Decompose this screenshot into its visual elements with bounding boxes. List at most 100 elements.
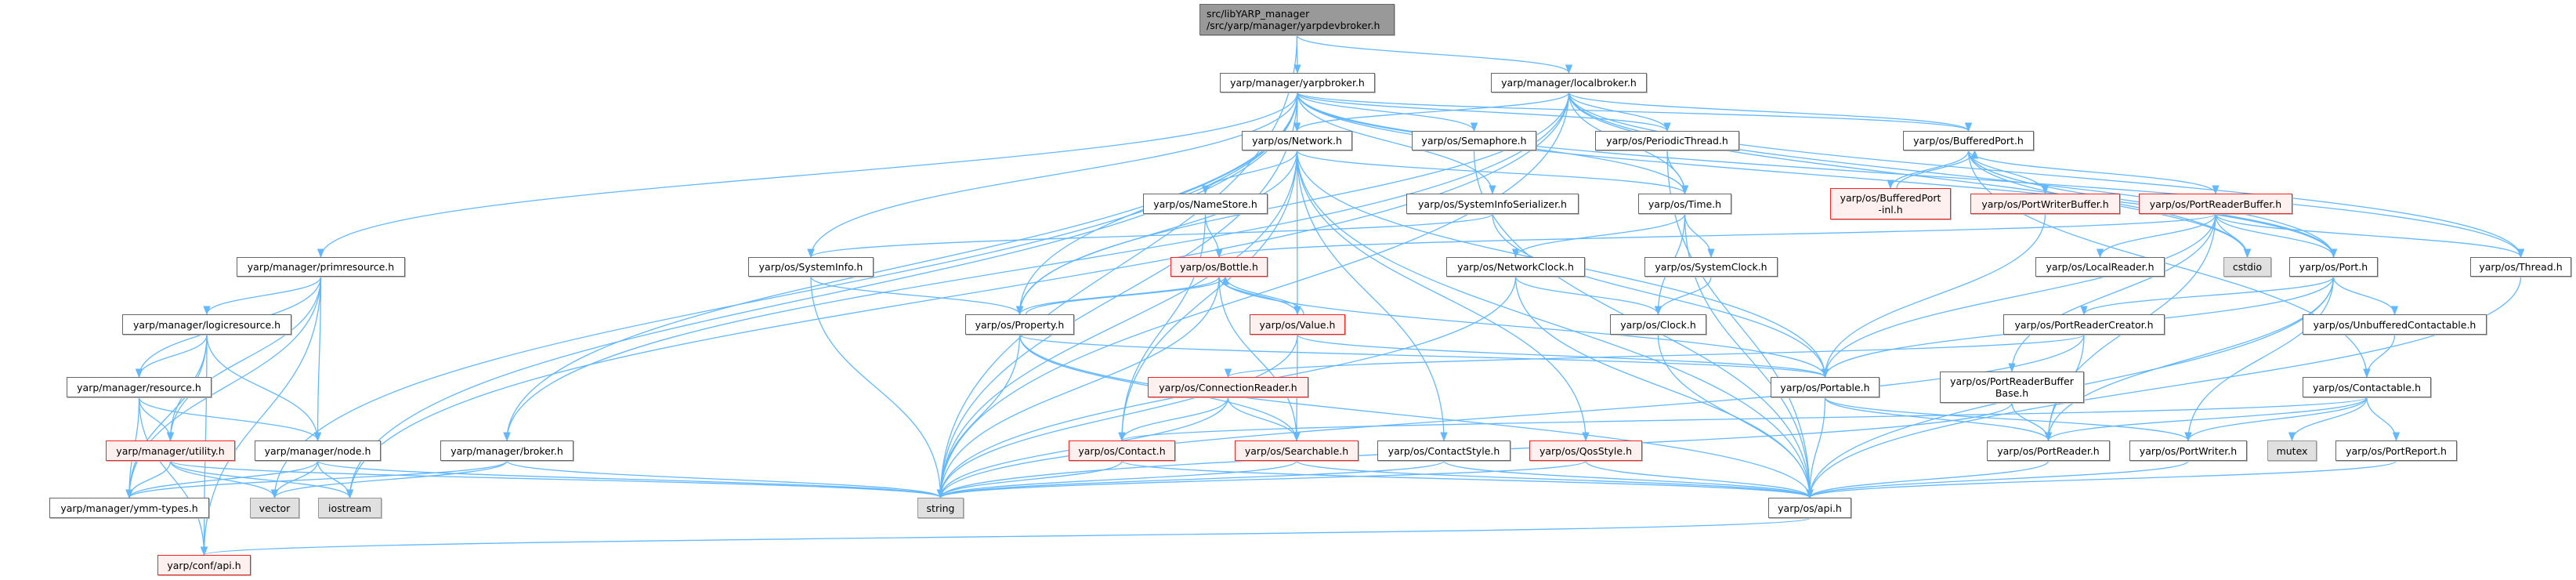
edge-localbroker-to-thread: [1568, 92, 2525, 259]
graph-node-unbuffered[interactable]: yarp/os/UnbufferedContactable.h: [2303, 314, 2487, 335]
graph-node-contactable[interactable]: yarp/os/Contactable.h: [2303, 377, 2431, 397]
edge-sysinfoser-to-portable: [1492, 213, 1829, 379]
graph-node-sysinfoser[interactable]: yarp/os/SystemInfoSerializer.h: [1406, 194, 1579, 214]
edge-yarpbroker-to-vector: [270, 92, 1298, 499]
graph-node-network[interactable]: yarp/os/Network.h: [1242, 131, 1352, 150]
edge-property-to-portable: [1018, 334, 1829, 379]
edge-contactable-to-portreader: [2044, 397, 2368, 442]
graph-node-portwriter[interactable]: yarp/os/PortWriter.h: [2129, 440, 2247, 461]
graph-node-port[interactable]: yarp/os/Port.h: [2289, 257, 2378, 277]
graph-node-thread[interactable]: yarp/os/Thread.h: [2470, 257, 2571, 277]
graph-node-bottle[interactable]: yarp/os/Bottle.h: [1170, 257, 1268, 277]
edge-contact-to-osapi: [1121, 460, 1814, 499]
edge-contactstyle-to-osapi: [1443, 460, 1814, 499]
edge-contact-to-string: [936, 460, 1123, 499]
edge-port-to-portreadercreator: [2080, 276, 2335, 316]
edge-systeminfo-to-string: [810, 276, 945, 499]
edge-network-to-value: [1293, 150, 1301, 316]
edge-bottle-to-searchable: [1218, 276, 1301, 442]
graph-node-logicresource[interactable]: yarp/manager/logicresource.h: [122, 314, 291, 335]
edge-portreaderbuffer-to-bottle: [1215, 213, 2216, 259]
graph-node-value[interactable]: yarp/os/Value.h: [1250, 314, 1345, 335]
edge-node-to-string: [317, 460, 944, 499]
edge-root-to-localbroker: [1296, 34, 1573, 74]
graph-node-property[interactable]: yarp/os/Property.h: [965, 314, 1074, 335]
edge-portreport-to-osapi: [1806, 460, 2397, 499]
edge-portreaderbuffer-to-cstdio: [2215, 213, 2252, 259]
graph-node-connreader[interactable]: yarp/os/ConnectionReader.h: [1148, 377, 1308, 397]
graph-node-ymmtypes[interactable]: yarp/manager/ymm-types.h: [49, 498, 209, 518]
graph-node-iostream[interactable]: iostream: [318, 498, 382, 518]
edge-yarpbroker-to-sysinfoser: [1297, 92, 1496, 195]
graph-node-root[interactable]: src/libYARP_manager /src/yarp/manager/ya…: [1199, 4, 1395, 35]
edge-broker-to-vector: [270, 460, 508, 499]
edge-portable-to-portreader: [1824, 397, 2053, 442]
edge-yarpbroker-to-bufferedport: [1297, 92, 1972, 132]
graph-node-bufferedport[interactable]: yarp/os/BufferedPort.h: [1903, 131, 2034, 150]
graph-node-portable[interactable]: yarp/os/Portable.h: [1771, 377, 1880, 397]
edge-portwriter-to-osapi: [1806, 460, 2189, 499]
edge-time-to-networkclock: [1511, 213, 1686, 259]
edge-portreaderbuffer-to-localreader: [2096, 213, 2216, 259]
edge-utility-to-iostream: [169, 460, 354, 499]
graph-node-mutex[interactable]: mutex: [2267, 440, 2317, 461]
edge-contactable-to-mutex: [2288, 397, 2368, 442]
graph-node-vector[interactable]: vector: [250, 498, 299, 518]
edge-logicresource-to-ymmtypes: [125, 334, 208, 499]
graph-node-qosstyle[interactable]: yarp/os/QosStyle.h: [1529, 440, 1642, 461]
graph-node-string[interactable]: string: [917, 498, 964, 518]
edge-portreaderbuffer-to-thread: [2215, 213, 2525, 259]
edge-value-to-string: [936, 334, 1298, 499]
graph-node-portwriterbuffer[interactable]: yarp/os/PortWriterBuffer.h: [1970, 194, 2120, 214]
graph-node-namestore[interactable]: yarp/os/NameStore.h: [1143, 194, 1268, 214]
graph-node-broker[interactable]: yarp/manager/broker.h: [440, 440, 573, 461]
graph-node-utility[interactable]: yarp/manager/utility.h: [106, 440, 235, 461]
graph-node-confapi[interactable]: yarp/conf/api.h: [157, 555, 251, 575]
graph-node-periodicthread[interactable]: yarp/os/PeriodicThread.h: [1595, 131, 1739, 150]
graph-node-systeminfo[interactable]: yarp/os/SystemInfo.h: [748, 257, 874, 277]
edge-networkclock-to-clock: [1514, 276, 1662, 316]
graph-node-networkclock[interactable]: yarp/os/NetworkClock.h: [1446, 257, 1585, 277]
graph-node-semaphore[interactable]: yarp/os/Semaphore.h: [1412, 131, 1536, 150]
graph-node-portreport[interactable]: yarp/os/PortReport.h: [2335, 440, 2457, 461]
graph-node-contact[interactable]: yarp/os/Contact.h: [1069, 440, 1175, 461]
graph-node-bufferedportinl[interactable]: yarp/os/BufferedPort -inl.h: [1830, 188, 1951, 219]
edge-property-to-bottle: [1025, 275, 1229, 315]
graph-node-resource[interactable]: yarp/manager/resource.h: [67, 377, 212, 397]
edge-bottle-to-portable: [1218, 276, 1829, 379]
graph-node-cstdio[interactable]: cstdio: [2223, 257, 2271, 277]
edge-sysinfoser-to-systeminfo: [807, 213, 1493, 259]
graph-node-portreadercreator[interactable]: yarp/os/PortReaderCreator.h: [2003, 314, 2165, 335]
edge-bottle-to-value: [1218, 276, 1301, 316]
edge-node-to-ymmtypes: [125, 460, 319, 499]
graph-node-searchable[interactable]: yarp/os/Searchable.h: [1235, 440, 1359, 461]
graph-node-systemclock[interactable]: yarp/os/SystemClock.h: [1644, 257, 1778, 277]
edge-network-to-time: [1296, 150, 1688, 195]
edge-primresource-to-node: [313, 276, 322, 442]
graph-node-primresource[interactable]: yarp/manager/primresource.h: [237, 257, 405, 277]
edge-searchable-to-osapi: [1296, 460, 1814, 499]
edge-portable-to-portwriter: [1824, 397, 2192, 442]
edge-bufferedport-to-portwriterbuffer: [1967, 150, 2050, 195]
graph-node-time[interactable]: yarp/os/Time.h: [1638, 194, 1731, 214]
graph-node-osapi[interactable]: yarp/os/api.h: [1768, 498, 1851, 518]
graph-node-portreaderbuffer[interactable]: yarp/os/PortReaderBuffer.h: [2139, 194, 2292, 214]
graph-node-portreader[interactable]: yarp/os/PortReader.h: [1987, 440, 2110, 461]
graph-node-contactstyle[interactable]: yarp/os/ContactStyle.h: [1377, 440, 1511, 461]
edge-localbroker-to-iostream: [346, 92, 1570, 499]
edge-network-to-contact: [1118, 150, 1298, 442]
edge-clock-to-osapi: [1657, 334, 1814, 499]
graph-node-yarpbroker[interactable]: yarp/manager/yarpbroker.h: [1220, 73, 1375, 92]
graph-node-prbbase[interactable]: yarp/os/PortReaderBuffer Base.h: [1940, 372, 2084, 403]
edge-qosstyle-to-string: [937, 460, 1586, 499]
edge-network-to-string: [936, 150, 1298, 499]
edge-network-to-namestore: [1201, 150, 1298, 195]
edge-contactable-to-portwriter: [2184, 397, 2368, 442]
edge-resource-to-utility: [138, 397, 175, 442]
edge-portreaderbuffer-to-port: [2215, 213, 2338, 259]
graph-node-node[interactable]: yarp/manager/node.h: [255, 440, 381, 461]
graph-node-localbroker[interactable]: yarp/manager/localbroker.h: [1491, 73, 1647, 92]
graph-node-clock[interactable]: yarp/os/Clock.h: [1610, 314, 1706, 335]
graph-node-localreader[interactable]: yarp/os/LocalReader.h: [2035, 257, 2165, 277]
